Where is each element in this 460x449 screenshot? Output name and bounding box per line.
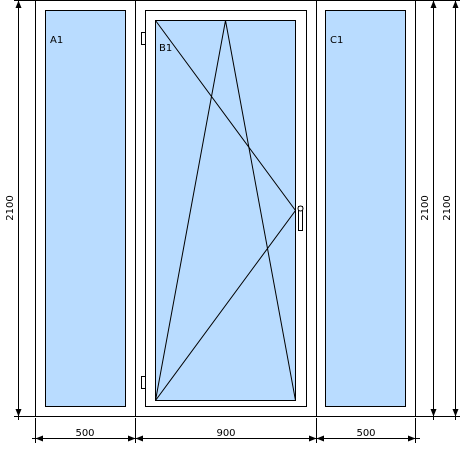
turn-indicator — [155, 20, 297, 401]
dimension-width-right-label: 500 — [356, 428, 375, 439]
dimension-height-left: 2100 — [5, 0, 35, 420]
dimension-height-left-label: 2100 — [5, 195, 16, 220]
pane-b1-glass — [155, 20, 296, 401]
pane-c1-label: C1 — [330, 35, 343, 46]
pane-a1-glass — [45, 10, 126, 407]
pane-c1-glass — [325, 10, 406, 407]
handle-icon — [297, 205, 304, 231]
hinge-icon — [141, 32, 146, 45]
hinge-icon — [141, 376, 146, 389]
dimension-height-right-inner: 2100 — [416, 0, 438, 420]
dimension-widths: 500 900 500 — [32, 418, 420, 443]
tilt-indicator — [155, 20, 296, 401]
pane-a1-label: A1 — [50, 35, 63, 46]
dimension-width-left-label: 500 — [75, 428, 94, 439]
dimension-height-right-inner-label: 2100 — [420, 195, 431, 220]
dimension-height-right-outer: 2100 — [438, 0, 460, 420]
dimension-height-right-outer-label: 2100 — [442, 195, 453, 220]
pane-b1-label: B1 — [159, 43, 172, 54]
dimension-width-middle-label: 900 — [216, 428, 235, 439]
